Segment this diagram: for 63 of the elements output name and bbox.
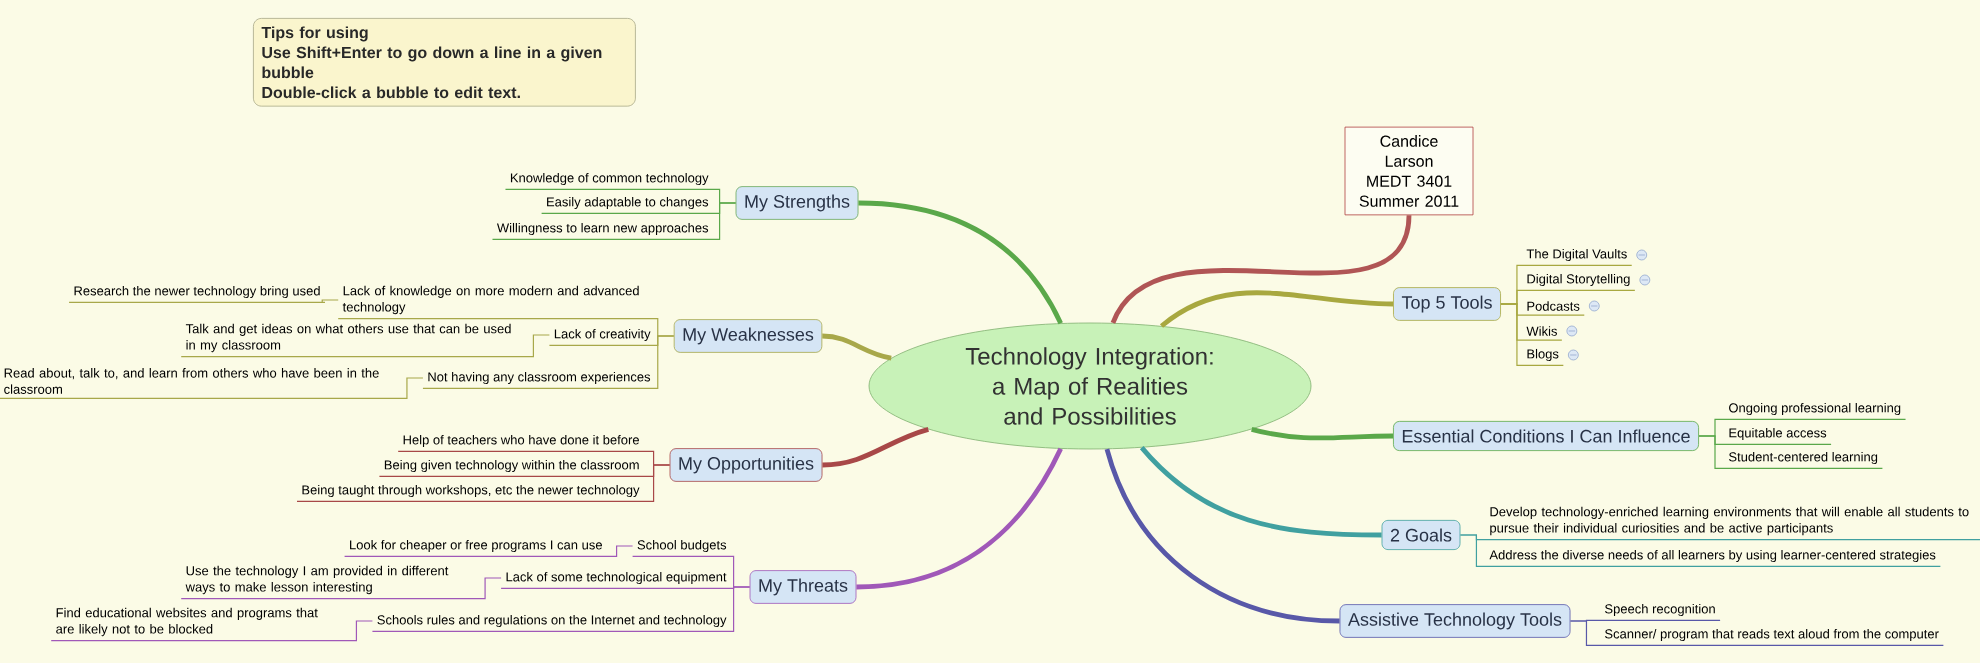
subtopic-text: Use the technology I am provided in different ways to make lesson interesting — [185, 565, 449, 595]
subtopic-text: Easily adaptable to changes — [547, 196, 709, 210]
connector — [1698, 435, 1883, 470]
subtopic-text: Being given technology within the classroom — [384, 459, 639, 473]
subtopic-text: Not having any classroom experiences — [428, 371, 651, 385]
subtopic-text: Digital Storytelling — [1527, 273, 1630, 287]
connector — [0, 377, 424, 399]
topic-box: Assistive Technology Tools — [1339, 604, 1571, 638]
subtopic-text: Talk and get ideas on what others use that can be used in my classroom — [185, 323, 511, 353]
subtopic-text: Student-centered learning — [1729, 451, 1878, 465]
subtopic-text: Lack of creativity — [554, 328, 651, 342]
topic-box: My Opportunities — [669, 448, 823, 482]
subtopic-text: The Digital Vaults — [1526, 248, 1627, 262]
subtopic-text: Blogs — [1527, 348, 1559, 362]
subtopic-text: Read about, talk to, and learn from others who have been in the classroom — [4, 368, 379, 394]
connector — [822, 333, 892, 361]
connector — [1569, 620, 1944, 647]
topic-box: Top 5 Tools — [1393, 287, 1501, 321]
subtopic-text: Research the newer technology bring used — [74, 285, 320, 299]
subtopic-text: Podcasts — [1527, 301, 1580, 311]
subtopic-text: Scanner/ program that reads text aloud from the computer — [1605, 628, 1939, 642]
connector — [1104, 448, 1340, 624]
connector — [1139, 446, 1382, 538]
connector — [68, 299, 339, 304]
connector — [50, 620, 374, 642]
topic-box: My Weaknesses — [673, 319, 823, 353]
subtopic-text: Develop technology-enriched learning environments that will enable all students to pursue their individual curiosities and be active participants — [1490, 506, 1969, 536]
subtopic-text: Schools rules and regulations on the Internet and technology — [377, 614, 727, 628]
subtopic-text: Lack of knowledge on more modern and advanced technology — [342, 285, 639, 315]
subtopic-text: Look for cheaper or free programs I can use — [350, 539, 602, 553]
topic-box: Essential Conditions I Can Influence — [1393, 421, 1699, 451]
connector — [822, 427, 930, 468]
connector — [180, 577, 502, 600]
connector — [491, 202, 737, 241]
topic-box: My Threats — [749, 570, 857, 604]
subtopic-text: Speech recognition — [1605, 603, 1715, 617]
subtopic-text: Wikis — [1526, 326, 1557, 336]
connector — [1251, 426, 1394, 441]
connector — [296, 464, 671, 503]
subtopic-text: Equitable access — [1729, 427, 1827, 441]
connector — [1459, 534, 1941, 568]
connector — [180, 334, 550, 358]
subtopic-text: Being taught through workshops, etc the newer technology — [302, 484, 640, 498]
connector — [856, 447, 1063, 590]
connector — [1110, 214, 1412, 325]
connector — [343, 545, 634, 558]
tips-box: Tips for using Use Shift+Enter to go down a line in a given bubble Double-click a bubble to edit text. — [253, 18, 636, 107]
connector — [1160, 290, 1394, 328]
connector — [1500, 303, 1564, 367]
connector — [422, 335, 675, 390]
subtopic-text: Find educational websites and programs that are likely not to be blocked — [56, 607, 318, 637]
topic-box: My Strengths — [735, 186, 859, 220]
subtopic-text: Address the diverse needs of all learners by using learner-centered strategies — [1489, 549, 1936, 563]
author-box: Candice Larson MEDT 3401 Summer 2011 — [1344, 126, 1474, 216]
connector — [858, 200, 1063, 325]
subtopic-text: Willingness to learn new approaches — [496, 222, 709, 236]
topic-box: 2 Goals — [1381, 520, 1461, 550]
connector — [371, 586, 751, 633]
subtopic-text: School budgets — [637, 539, 727, 553]
subtopic-text: Lack of some technological equipment — [506, 571, 727, 585]
subtopic-text: Ongoing professional learning — [1729, 402, 1901, 416]
subtopic-text: Knowledge of common technology — [510, 172, 709, 186]
subtopic-text: Help of teachers who have done it before — [403, 434, 639, 448]
